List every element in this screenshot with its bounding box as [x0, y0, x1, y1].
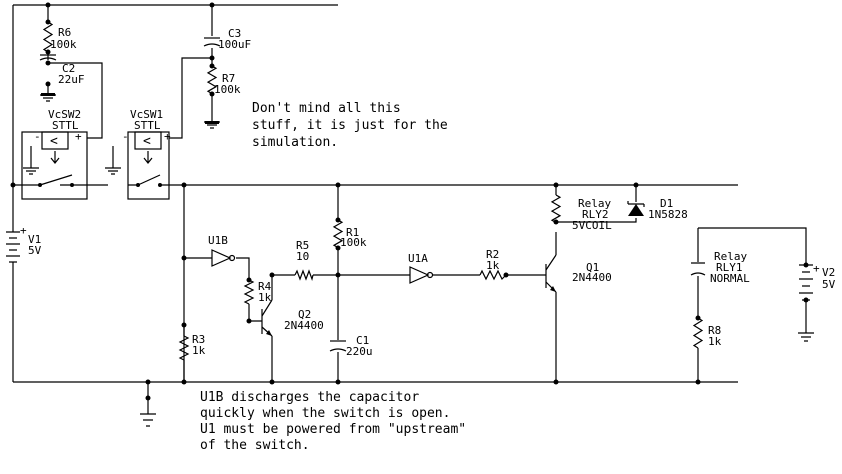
v1-plus-label: + [20, 224, 27, 237]
v1-ref-label: V1 [28, 233, 41, 246]
svg-text:-: - [34, 130, 41, 143]
r1-ref-label: R1 [346, 226, 359, 239]
u1a-inverter [409, 266, 434, 284]
rly1-value-label: NORMAL [710, 272, 750, 285]
r5-resistor [294, 269, 314, 282]
r3-ref-label: R3 [192, 333, 205, 346]
r4-value-label: 1k [258, 291, 272, 304]
r4-resistor [243, 279, 255, 305]
q1-ref-label: Q1 [586, 261, 599, 274]
c2-capacitor [39, 54, 57, 61]
u1b-note-line-1: U1B discharges the capacitor [200, 390, 419, 405]
vcsw1-ref-label: VcSW1 [130, 108, 163, 121]
component-labels: R6 100k C2 22uF C3 100uF R7 100k VcSW2 S… [28, 26, 836, 358]
simulation-note-line-3: simulation. [252, 135, 338, 150]
svg-text:+: + [164, 130, 171, 143]
vcsw2-switch: < - + [21, 130, 88, 200]
q2-ref-label: Q2 [298, 308, 311, 321]
v2-plus-label: + [813, 262, 820, 275]
r7-ref-label: R7 [222, 72, 235, 85]
r1-value-label: 100k [340, 236, 367, 249]
c1-capacitor [329, 340, 347, 352]
c2-value-label: 22uF [58, 73, 85, 86]
vcsw1-switch: < - + [122, 130, 171, 200]
ground-r7 [204, 121, 220, 129]
r6-value-label: 100k [50, 38, 77, 51]
rly1-ref-label: RLY1 [716, 261, 743, 274]
u1b-note-line-2: quickly when the switch is open. [200, 406, 450, 421]
vcsw2-value-label: STTL [52, 119, 79, 132]
ground-vcsw2 [23, 167, 39, 175]
junction-dots [10, 2, 809, 401]
r6-resistor [42, 21, 54, 53]
r5-ref-label: R5 [296, 239, 309, 252]
d1-ref-label: D1 [660, 197, 673, 210]
vcsw1-value-label: STTL [134, 119, 161, 132]
svg-text:+: + [75, 130, 82, 143]
ground-vcsw1 [105, 167, 121, 175]
r6-ref-label: R6 [58, 26, 71, 39]
wires [12, 4, 807, 414]
vcsw2-compare-symbol: < [50, 134, 58, 149]
v2-value-label: 5V [822, 278, 836, 291]
vcsw1-compare-symbol: < [143, 134, 151, 149]
rly2-value-label: 5VCOIL [572, 219, 612, 232]
r3-resistor [178, 335, 190, 361]
d1-diode [627, 201, 645, 216]
ground-c2 [40, 93, 56, 102]
u1b-ref-label: U1B [208, 234, 228, 247]
c2-ref-label: C2 [62, 62, 75, 75]
u1b-note-line-3: U1 must be powered from "upstream" [200, 422, 466, 437]
u1b-note: U1B discharges the capacitor quickly whe… [200, 390, 466, 453]
r3-value-label: 1k [192, 344, 206, 357]
v1-battery: + [6, 224, 27, 263]
c3-ref-label: C3 [228, 27, 241, 40]
r2-ref-label: R2 [486, 248, 499, 261]
v2-ref-label: V2 [822, 266, 835, 279]
simulation-note: Don't mind all this stuff, it is just fo… [252, 101, 448, 150]
r1-resistor [332, 219, 344, 249]
u1b-inverter [211, 249, 236, 267]
c3-value-label: 100uF [218, 38, 251, 51]
r2-value-label: 1k [486, 259, 500, 272]
q2-transistor [261, 299, 273, 337]
r7-resistor [206, 65, 218, 95]
ground-symbols [23, 93, 814, 427]
r8-ref-label: R8 [708, 324, 721, 337]
r7-value-label: 100k [214, 83, 241, 96]
q1-transistor [545, 254, 557, 293]
rly2-coil [550, 194, 562, 224]
capacitors [39, 37, 347, 352]
d1-value-label: 1N5828 [648, 208, 688, 221]
svg-text:-: - [122, 130, 129, 143]
rly2-type-label: Relay [578, 197, 611, 210]
ground-main [140, 413, 156, 427]
r5-value-label: 10 [296, 250, 309, 263]
u1b-note-line-4: of the switch. [200, 438, 310, 453]
simulation-note-line-1: Don't mind all this [252, 101, 401, 116]
rly1-contact [690, 262, 706, 276]
v1-value-label: 5V [28, 244, 42, 257]
r4-ref-label: R4 [258, 280, 272, 293]
simulation-note-line-2: stuff, it is just for the [252, 118, 448, 133]
q2-value-label: 2N4400 [284, 319, 324, 332]
r2-resistor [479, 269, 507, 281]
rly1-type-label: Relay [714, 250, 747, 263]
c1-value-label: 220u [346, 345, 373, 358]
r8-resistor [692, 317, 704, 349]
q1-value-label: 2N4400 [572, 271, 612, 284]
c3-capacitor [203, 37, 221, 47]
ground-v2 [798, 332, 814, 342]
u1a-ref-label: U1A [408, 252, 428, 265]
v2-battery: + [799, 262, 820, 301]
c1-ref-label: C1 [356, 334, 369, 347]
rly2-ref-label: RLY2 [582, 208, 609, 221]
r8-value-label: 1k [708, 335, 722, 348]
vcsw2-ref-label: VcSW2 [48, 108, 81, 121]
resistors [42, 21, 704, 361]
